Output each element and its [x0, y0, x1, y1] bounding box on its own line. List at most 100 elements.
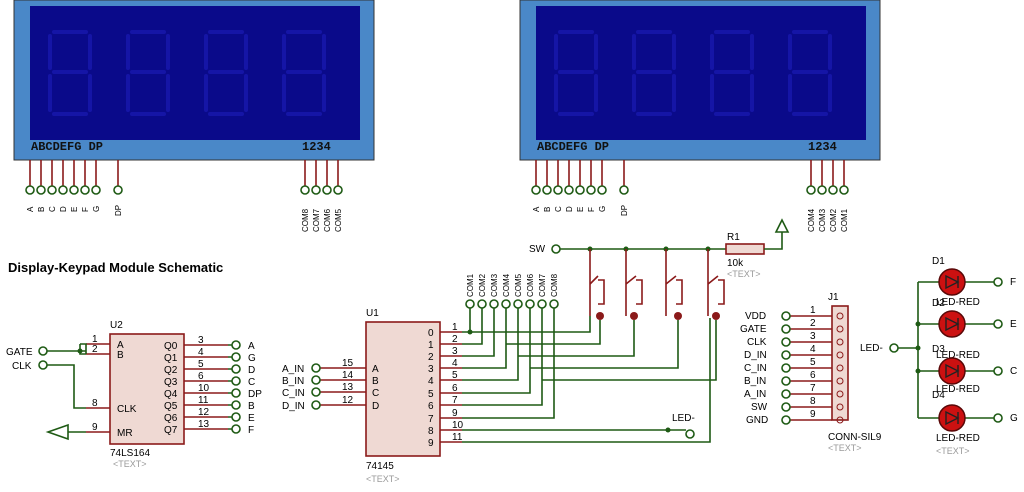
- net-label: C: [1010, 366, 1017, 377]
- pin-number: 10: [198, 383, 210, 394]
- led-d1[interactable]: D1 LED-RED F: [932, 256, 1016, 308]
- pin-number: 5: [810, 357, 816, 368]
- pin-number: 10: [452, 420, 464, 431]
- connector-j1[interactable]: J1 1 2 3 4 5 6 7 8 9 VDD GATE CLK D_IN C…: [740, 292, 882, 453]
- pin-label: A: [26, 206, 35, 212]
- pin-number: 12: [342, 395, 354, 406]
- pin-number: 1: [452, 322, 458, 333]
- pin-name: CLK: [117, 404, 137, 415]
- segment-header: ABCDEFG DP: [31, 140, 103, 154]
- u1-inputs: A_IN B_IN C_IN D_IN: [282, 363, 321, 412]
- lcd-display-right[interactable]: ABCDEFG DP 1234: [519, 0, 881, 161]
- u2-text: <TEXT>: [113, 459, 147, 469]
- net-label: F: [248, 425, 254, 436]
- pin-name: Q7: [164, 425, 178, 436]
- com-bus: COM1 COM2 COM3 COM4 COM5 COM6 COM7 COM8: [462, 273, 711, 443]
- pin-number: 1: [810, 305, 816, 316]
- u2-outputs: A G D C DP B E F: [228, 340, 262, 436]
- net-label: GATE: [6, 347, 33, 358]
- net-label: D_IN: [282, 401, 305, 412]
- pin-label: F: [587, 207, 596, 212]
- pin-number: 2: [810, 318, 816, 329]
- schematic-title: Display-Keypad Module Schematic: [8, 260, 223, 275]
- pin-label: A: [532, 206, 541, 212]
- pin-number: 15: [342, 358, 354, 369]
- pin-number: 4: [198, 347, 204, 358]
- net-label: CLK: [12, 361, 32, 372]
- net-label: A_IN: [744, 389, 766, 400]
- pin-label: E: [70, 207, 79, 212]
- net-label: CLK: [747, 337, 767, 348]
- net-label: C_IN: [744, 363, 767, 374]
- net-label: B_IN: [744, 376, 766, 387]
- com-label: COM5: [514, 273, 523, 297]
- pin-number: 4: [452, 358, 458, 369]
- net-label: G: [248, 353, 256, 364]
- j1-text: <TEXT>: [828, 443, 862, 453]
- pin-label: COM5: [334, 208, 343, 232]
- pin-name: 5: [428, 389, 434, 400]
- led-part: LED-RED: [936, 297, 980, 308]
- pin-number: 9: [452, 408, 458, 419]
- pin-label: F: [81, 207, 90, 212]
- u2-part: 74LS164: [110, 448, 150, 459]
- digit-group-left: [48, 30, 326, 116]
- u2-ref: U2: [110, 320, 123, 331]
- net-label: E: [1010, 319, 1017, 330]
- resistor-r1[interactable]: R1 10k <TEXT>: [725, 218, 790, 279]
- pin-label: D: [59, 206, 68, 212]
- pin-number: 6: [452, 383, 458, 394]
- pin-name: Q2: [164, 365, 178, 376]
- pin-label: C: [554, 206, 563, 212]
- com-label: COM2: [478, 273, 487, 297]
- led-text: <TEXT>: [936, 446, 970, 456]
- net-label: C_IN: [282, 388, 305, 399]
- r1-value: 10k: [727, 258, 744, 269]
- j1-pins: [790, 312, 844, 424]
- net-label: F: [1010, 277, 1016, 288]
- u1-ref: U1: [366, 308, 379, 319]
- led-d4[interactable]: D4 LED-RED G: [932, 390, 1018, 444]
- segment-header: ABCDEFG DP: [537, 140, 609, 154]
- net-label: GND: [746, 415, 768, 426]
- pin-label: E: [576, 207, 585, 212]
- pin-number: 3: [452, 346, 458, 357]
- u1-decoder[interactable]: U1 15 14 13 12 A B C D 0 1 2 3 4 5 6 7 8…: [320, 308, 464, 484]
- u2-shift-register[interactable]: U2 1 2 8 9 A B CLK MR Q0 Q1 Q2 Q3 Q4 Q5 …: [86, 320, 228, 469]
- lcd-right-pins: A B C D E F G DP COM4 COM3 COM2 COM1: [531, 160, 849, 232]
- led-d3[interactable]: D3 LED-RED C: [932, 344, 1017, 395]
- u2-inputs: GATE CLK: [6, 343, 87, 441]
- digit-header: 1234: [808, 140, 837, 154]
- com-label: COM8: [550, 273, 559, 297]
- pin-name: 3: [428, 364, 434, 375]
- net-label: C: [248, 377, 255, 388]
- pin-number: 11: [452, 432, 463, 443]
- net-label: G: [1010, 413, 1018, 424]
- pin-name: 8: [428, 426, 434, 437]
- com-label: COM1: [466, 273, 475, 297]
- pin-label: G: [598, 206, 607, 212]
- pin-label: D: [565, 206, 574, 212]
- pin-label: COM1: [840, 208, 849, 232]
- pin-label: COM2: [829, 208, 838, 232]
- pin-name: B: [117, 350, 124, 361]
- pin-label: B: [37, 207, 46, 212]
- pin-number: 8: [810, 396, 816, 407]
- pin-number: 8: [92, 398, 98, 409]
- pin-number: 1: [92, 334, 98, 345]
- pin-name: Q6: [164, 413, 178, 424]
- lcd-display-left[interactable]: ABCDEFG DP 1234: [13, 0, 375, 161]
- pin-name: 7: [428, 414, 434, 425]
- pin-name: Q0: [164, 341, 178, 352]
- led-d2[interactable]: D2 LED-RED E: [932, 298, 1017, 361]
- u1-part: 74145: [366, 461, 394, 472]
- led-ref: D4: [932, 390, 945, 401]
- pin-number: 3: [198, 335, 204, 346]
- net-label: B_IN: [282, 376, 304, 387]
- pin-number: 2: [452, 334, 458, 345]
- pin-number: 4: [810, 344, 816, 355]
- switch-bank[interactable]: SW LED-: [506, 244, 726, 439]
- net-label: GATE: [740, 324, 767, 335]
- net-label: A_IN: [282, 364, 304, 375]
